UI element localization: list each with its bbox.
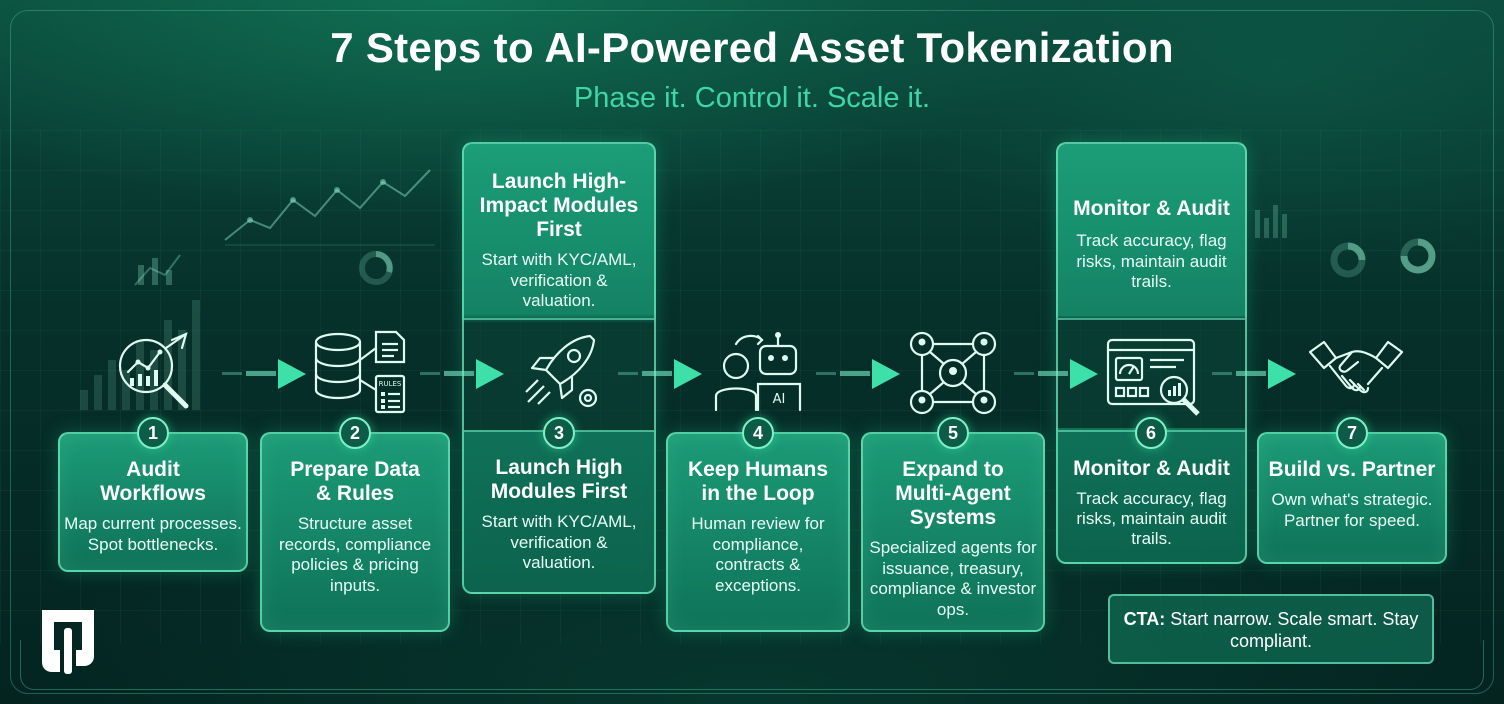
step-3-badge: 3 (543, 417, 575, 449)
step-6-panel (1056, 142, 1247, 564)
step-3-body: Start with KYC/AML, verification & valua… (481, 512, 637, 572)
step-3-title: Launch High Modules First (490, 456, 628, 503)
step-5-card: Expand to Multi-Agent Systems Specialize… (861, 432, 1045, 632)
step-5-body: Specialized agents for issuance, treasur… (869, 538, 1037, 619)
step-2-card: Prepare Data & Rules Structure asset rec… (260, 432, 450, 632)
step-4-card: Keep Humans in the Loop Human review for… (666, 432, 850, 632)
arrow-1-2-icon (222, 359, 306, 389)
step-2-title: Prepare Data & Rules (290, 458, 420, 505)
step-7-badge: 7 (1336, 417, 1368, 449)
step-7-title: Build vs. Partner (1268, 458, 1436, 481)
step-3-card: Launch High Modules First Start with KYC… (466, 456, 652, 574)
arrow-2-3-icon (420, 359, 504, 389)
human-robot-icon: AI (714, 332, 802, 412)
page-subtitle: Phase it. Control it. Scale it. (573, 82, 931, 114)
arrow-3-4-icon (618, 359, 702, 389)
step-6-card: Monitor & Audit Track accuracy, flag ris… (1060, 457, 1243, 549)
outer-frame (10, 10, 1494, 694)
background-donut-chart (359, 251, 393, 285)
robot-ai-label: AI (773, 392, 786, 407)
arrow-5-6-icon (1014, 359, 1098, 389)
step-3-divider-top (464, 318, 654, 320)
page-title: 7 Steps to AI-Powered Asset Tokenization (330, 24, 1174, 71)
step-7-card: Build vs. Partner Own what's strategic. … (1257, 432, 1447, 564)
arrow-4-5-icon (816, 359, 900, 389)
arrow-6-7-icon (1212, 359, 1296, 389)
step-5-badge: 5 (937, 417, 969, 449)
background-line-chart (224, 169, 435, 246)
step-6-badge: 6 (1135, 417, 1167, 449)
handshake-icon (1308, 340, 1404, 394)
analytics-magnifier-icon (118, 332, 189, 409)
top-panel-6: Monitor & Audit Track accuracy, flag ris… (1060, 197, 1243, 293)
cta-text: Start narrow. Scale smart. Stay complian… (1170, 609, 1419, 651)
top-panel-3-body: Start with KYC/AML, verification & valua… (481, 250, 637, 310)
agent-network-icon (909, 331, 997, 415)
rocket-icon (525, 334, 598, 408)
cta-label: CTA: (1123, 609, 1166, 629)
step-2-badge: 2 (339, 417, 371, 449)
svg-text:RULES: RULES (379, 380, 402, 388)
step-4-badge: 4 (742, 417, 774, 449)
step-6-title: Monitor & Audit (1073, 457, 1230, 480)
step-1-body: Map current processes. Spot bottlenecks. (64, 514, 242, 554)
step-6-body: Track accuracy, flag risks, maintain aud… (1076, 489, 1227, 548)
cta-box: CTA: Start narrow. Scale smart. Stay com… (1108, 594, 1434, 664)
step-4-body: Human review for compliance, contracts &… (691, 514, 825, 595)
step-3-panel (462, 142, 656, 594)
top-panel-6-body: Track accuracy, flag risks, maintain aud… (1076, 231, 1227, 291)
brand-logo-icon (42, 610, 94, 674)
step-4-title: Keep Humans in the Loop (687, 458, 829, 505)
bottom-frame (20, 640, 1484, 690)
step-5-title: Expand to Multi-Agent Systems (895, 458, 1011, 529)
step-1-card: Audit Workflows Map current processes. S… (58, 432, 248, 572)
step-6-divider-top (1058, 318, 1245, 320)
database-rules-icon: RULES (314, 330, 406, 414)
background-bars-right (1255, 205, 1287, 238)
dashboard-magnifier-icon (1106, 338, 1200, 416)
step-2-body: Structure asset records, compliance poli… (278, 514, 432, 595)
background-donut-chart-right (1330, 238, 1436, 278)
step-1-badge: 1 (137, 417, 169, 449)
top-panel-6-title: Monitor & Audit (1073, 197, 1230, 220)
step-7-body: Own what's strategic. Partner for speed. (1271, 490, 1433, 530)
step-1-title: Audit Workflows (100, 458, 206, 505)
top-panel-3-title: Launch High-Impact Modules First (479, 170, 639, 241)
top-panel-3: Launch High-Impact Modules First Start w… (466, 170, 652, 312)
